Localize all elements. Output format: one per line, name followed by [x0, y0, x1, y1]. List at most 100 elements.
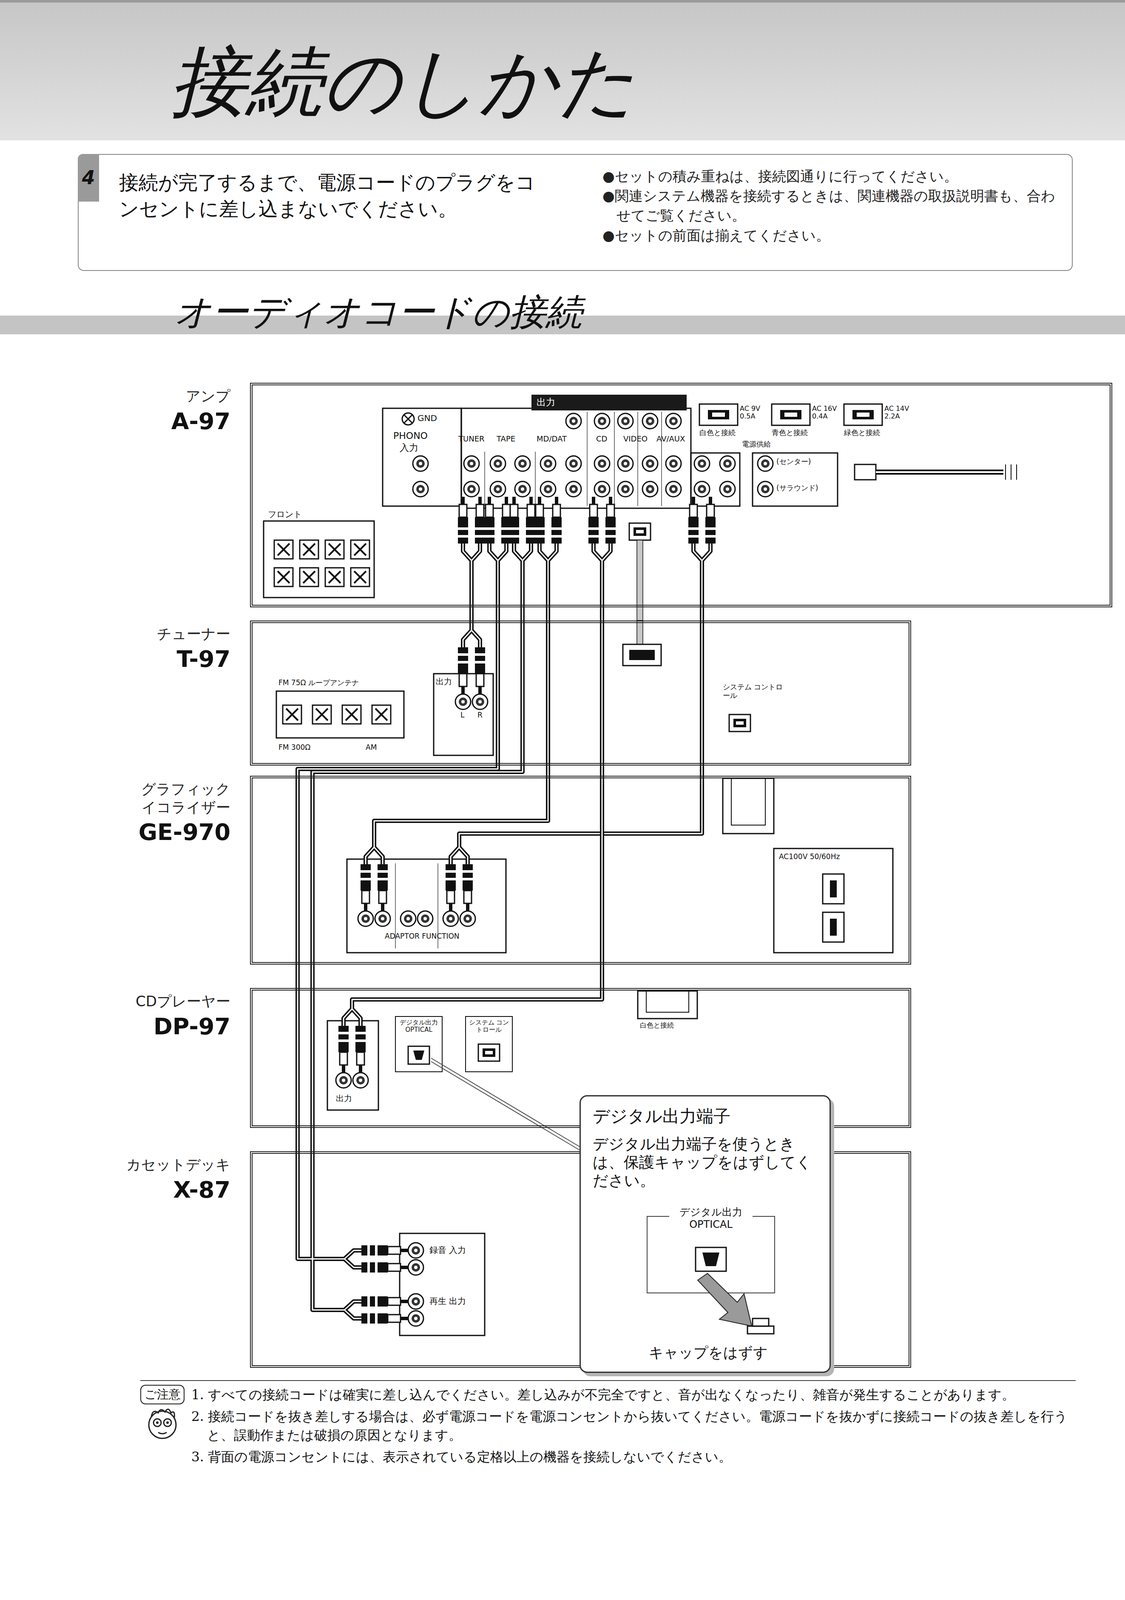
- caution-face-part: [153, 1418, 162, 1427]
- amp-rear-panel-part: [412, 455, 429, 472]
- device-heading: チューナーT-97: [156, 624, 231, 673]
- caution-face-part: [156, 1420, 159, 1424]
- equalizer-rear-panel-part: [445, 846, 473, 911]
- amp-rear-panel-part: [617, 455, 634, 472]
- cd-rear-panel-part: [408, 1045, 430, 1064]
- panel-label: 白色と接続: [639, 1021, 674, 1029]
- caution-face: [148, 1408, 177, 1438]
- equalizer-rear-panel-part: [375, 910, 391, 927]
- tuner-panel: チューナーT-97: [250, 620, 912, 766]
- panel-label: システム コントロール: [467, 1018, 511, 1034]
- equalizer-rear-panel-part: [829, 918, 837, 936]
- audio-cable-part: [352, 987, 603, 1009]
- tuner-rear-panel-part: [372, 704, 391, 724]
- panel-label: 緑色と接続: [843, 428, 881, 438]
- amp-rear-panel-part: [350, 567, 370, 587]
- panel-label: 入力: [399, 442, 419, 453]
- audio-cable: [548, 607, 549, 776]
- caution-face-part: [148, 1410, 177, 1438]
- panel-label: (サラウンド): [776, 483, 819, 493]
- device-heading: カセットデッキX-87: [126, 1155, 231, 1204]
- amp-rear-panel-part: [299, 567, 319, 587]
- equalizer-rear-panel-part: [417, 910, 433, 927]
- amp-rear-panel-part: [461, 408, 691, 509]
- equalizer-rear-panel-part: [722, 778, 774, 834]
- amp-rear-panel-part: [854, 464, 876, 480]
- equalizer-rear-panel-part: [346, 858, 506, 953]
- optical-jack-illustration-part: [747, 1325, 774, 1334]
- equalizer-rear-panel-part: [357, 910, 374, 927]
- panel-label: FM 300Ω: [278, 743, 311, 752]
- amp-rear-panel-part: [274, 539, 293, 559]
- amp-rear-panel-part: [534, 496, 562, 561]
- instruction-box: 4接続が完了するまで、電源コードのプラグをコンセントに差し込まないでください。●…: [77, 153, 1073, 271]
- audio-cable: [297, 607, 498, 1151]
- cd-rear-panel-part: [335, 1072, 352, 1088]
- audio-cable-part: [699, 607, 705, 776]
- cd-rear-panel-part: [646, 990, 689, 1012]
- panel-label: 白色と接続: [699, 428, 736, 438]
- amp-rear-panel-part: [719, 481, 736, 497]
- device-model: T-97: [156, 645, 231, 674]
- amp-rear-panel-part: [642, 455, 658, 472]
- panel-label: TUNER: [458, 434, 485, 444]
- audio-cable-part: [297, 607, 498, 1151]
- amp-rear-panel-part: [531, 394, 687, 411]
- amp-rear-panel-part: [636, 539, 643, 621]
- tuner-rear-panel-part: [455, 693, 471, 710]
- cd-rear-panel-part: [352, 1072, 369, 1088]
- device-heading: アンプA-97: [171, 386, 231, 435]
- panel-label: 青色と接続: [771, 428, 808, 438]
- audio-cable-part: [312, 607, 523, 1151]
- cd-rear-panel-part: [338, 1008, 366, 1073]
- cassette-rear-panel: [344, 1232, 485, 1336]
- amp-rear-panel-part: [457, 496, 486, 561]
- amp-rear-panel-part: [490, 455, 506, 472]
- amp-rear-panel-part: [514, 455, 531, 472]
- device-heading: グラフィック イコライザーGE-970: [132, 779, 231, 847]
- caution-note: 2. 接続コードを抜き差しする場合は、必ず電源コードを電源コンセントから抜いてく…: [191, 1406, 1076, 1444]
- panel-label: MD/DAT: [536, 434, 567, 444]
- panel-label: システム コントロール: [722, 682, 787, 700]
- amp-rear-panel-part: [875, 469, 1004, 475]
- bullet-note: ●セットの前面は揃えてください。: [602, 225, 1062, 246]
- panel-label: TAPE: [496, 434, 516, 444]
- equalizer-rear-panel-part: [360, 846, 388, 911]
- amp-rear-panel-part: [594, 481, 610, 497]
- amp-rear-panel-part: [757, 481, 773, 497]
- amp-rear-panel-part: [665, 413, 682, 429]
- amp-rear-panel-part: [540, 455, 556, 472]
- callout-body: デジタル出力端子を使うときは、保護キャップをはずしてください。: [592, 1134, 823, 1190]
- tuner-rear-panel-part: [636, 620, 643, 646]
- cd-rear-panel-part: [431, 1061, 580, 1150]
- equalizer-rear-panel-part: [731, 778, 766, 825]
- cd-rear-panel-part: [413, 1050, 425, 1060]
- amp-rear-panel-part: [588, 496, 616, 561]
- audio-cable-core-part: [471, 560, 702, 608]
- panel-label: R: [477, 710, 483, 720]
- amp-rear-panel-part: [771, 403, 810, 426]
- panel-label: AC 9V 0.5A: [739, 404, 770, 421]
- tuner-rear-panel-part: [729, 714, 751, 732]
- tuner-rear-panel-part: [282, 704, 302, 724]
- panel-label: AV/AUX: [656, 434, 685, 444]
- device-heading: CDプレーヤーDP-97: [135, 991, 231, 1040]
- amp-rear-panel-part: [402, 412, 415, 425]
- amp-rear-panel-part: [325, 567, 344, 587]
- audio-cable: [701, 607, 703, 776]
- equalizer-rear-panel-part: [400, 910, 416, 927]
- amp-rear-panel-part: [565, 413, 582, 429]
- amp-rear-panel-part: [843, 403, 883, 426]
- amp-rear-panel-part: [617, 481, 634, 497]
- optical-jack-illustration-part: [697, 1272, 752, 1326]
- caution-note: 1. すべての接続コードは確実に差し込んでください。差し込みが不完全ですと、音が…: [191, 1385, 1076, 1404]
- amp-rear-panel-part: [565, 481, 582, 497]
- amp-rear-panel-part: [665, 481, 682, 497]
- amp-rear-panel-part: [263, 520, 375, 598]
- equalizer-rear-panel: [346, 778, 893, 953]
- tuner-rear-panel-part: [629, 649, 655, 660]
- panel-label: 電源供給: [741, 440, 771, 449]
- panel-label: フロント: [267, 509, 302, 520]
- amp-rear-panel-part: [642, 413, 658, 429]
- callout-heading: デジタル出力端子: [592, 1105, 819, 1126]
